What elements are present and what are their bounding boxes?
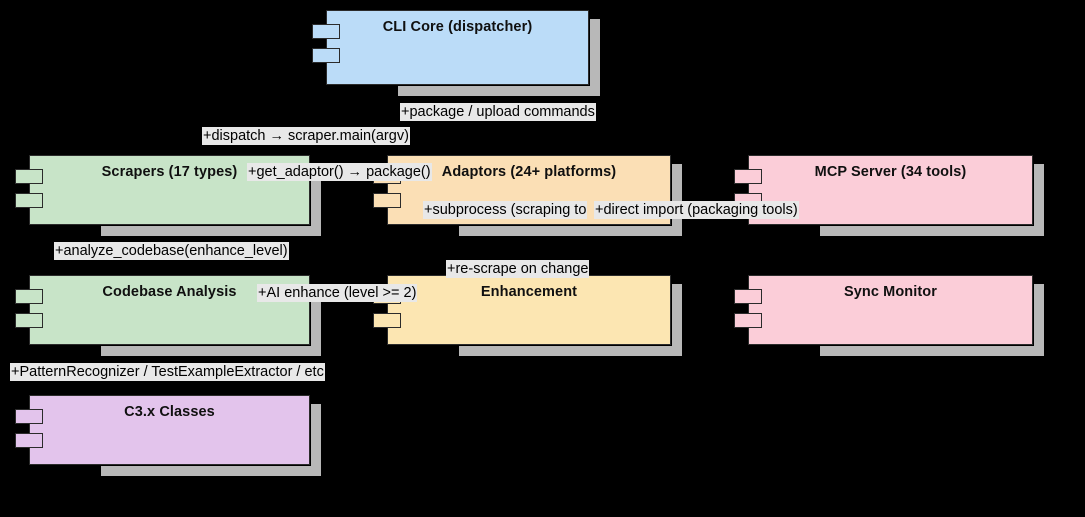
component-title: C3.x Classes [124, 404, 215, 420]
component-shadow [1034, 164, 1044, 234]
component-tab-icon [734, 169, 762, 184]
component-shadow [590, 19, 600, 94]
connector-label-package-upload: +package / upload commands [400, 103, 596, 121]
component-tab-icon [15, 193, 43, 208]
component-tab-icon [312, 48, 340, 63]
component-shadow [101, 466, 321, 476]
component-shadow [820, 346, 1044, 356]
component-tab-icon [734, 313, 762, 328]
component-title: Scrapers (17 types) [101, 164, 238, 180]
connector-label-pattern-recognizer: +PatternRecognizer / TestExampleExtracto… [10, 363, 325, 381]
component-title: CLI Core (dispatcher) [382, 19, 533, 35]
component-shadow [459, 226, 682, 236]
component-shadow [672, 164, 682, 234]
component-shadow [820, 226, 1044, 236]
component-tab-icon [15, 409, 43, 424]
component-shadow [311, 164, 321, 234]
component-title: Enhancement [480, 284, 578, 300]
component-body[interactable]: Sync Monitor [748, 275, 1033, 345]
component-tab-icon [734, 289, 762, 304]
connector-label-ai-enhance: +AI enhance (level >= 2) [257, 284, 418, 302]
component-shadow [311, 284, 321, 354]
component-body[interactable]: MCP Server (34 tools) [748, 155, 1033, 225]
component-body[interactable]: CLI Core (dispatcher) [326, 10, 589, 85]
component-tab-icon [373, 193, 401, 208]
component-tab-icon [15, 433, 43, 448]
component-tab-icon [15, 289, 43, 304]
connector-label-direct-import: +direct import (packaging tools) [594, 201, 799, 219]
component-shadow [398, 86, 600, 96]
component-title: Sync Monitor [843, 284, 938, 300]
component-tab-icon [312, 24, 340, 39]
component-tab-icon [15, 169, 43, 184]
component-shadow [672, 284, 682, 354]
connector-label-subprocess-scraping: +subprocess (scraping to [423, 201, 588, 219]
connector-label-dispatch-scraper: +dispatch → scraper.main(argv) [202, 127, 410, 145]
connector-label-get-adaptor: +get_adaptor() → package() [247, 163, 432, 181]
component-shadow [311, 404, 321, 474]
connector-label-analyze-codebase: +analyze_codebase(enhance_level) [54, 242, 289, 260]
component-title: Codebase Analysis [102, 284, 237, 300]
component-shadow [101, 346, 321, 356]
component-tab-icon [373, 313, 401, 328]
component-shadow [101, 226, 321, 236]
component-shadow [1034, 284, 1044, 354]
component-body[interactable]: Scrapers (17 types) [29, 155, 310, 225]
component-shadow [459, 346, 682, 356]
component-tab-icon [15, 313, 43, 328]
component-title: MCP Server (34 tools) [814, 164, 967, 180]
component-body[interactable]: Enhancement [387, 275, 671, 345]
connector-label-re-scrape: +re-scrape on change [446, 260, 590, 278]
component-title: Adaptors (24+ platforms) [441, 164, 617, 180]
component-body[interactable]: C3.x Classes [29, 395, 310, 465]
